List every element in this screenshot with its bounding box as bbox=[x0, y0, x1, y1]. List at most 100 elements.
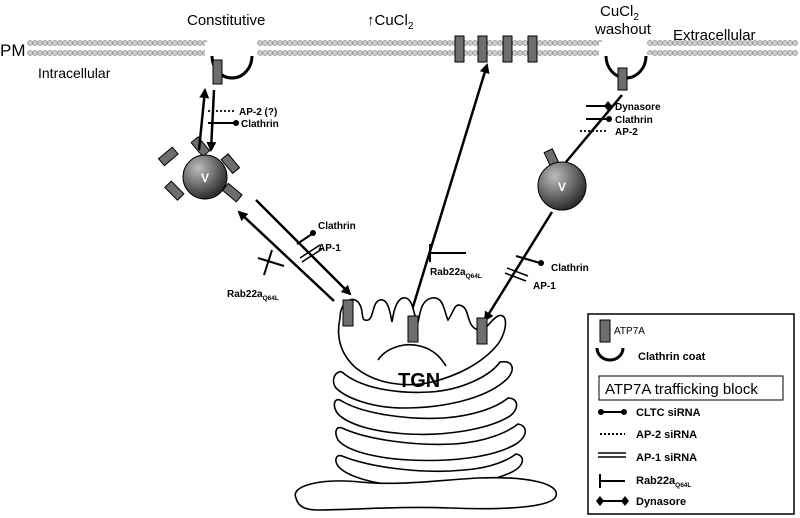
lipid-head bbox=[47, 40, 53, 46]
legend-clathrin-coat-icon bbox=[595, 347, 625, 362]
lipid-head bbox=[112, 50, 118, 56]
lipid-head bbox=[547, 50, 553, 56]
lipid-head bbox=[47, 50, 53, 56]
lipid-head bbox=[392, 50, 398, 56]
lipid-head bbox=[287, 40, 293, 46]
lipid-head bbox=[572, 40, 578, 46]
lipid-head bbox=[757, 50, 763, 56]
lipid-head bbox=[322, 50, 328, 56]
lipid-head bbox=[192, 40, 198, 46]
legend: ATP7A Clathrin coat ATP7A trafficking bl… bbox=[587, 313, 795, 515]
left-block-clathrin: Clathrin bbox=[208, 119, 279, 130]
lipid-head bbox=[672, 50, 678, 56]
lipid-head bbox=[592, 50, 598, 56]
lipid-head bbox=[442, 50, 448, 56]
lipid-head bbox=[542, 50, 548, 56]
lipid-head bbox=[107, 50, 113, 56]
lipid-head bbox=[357, 40, 363, 46]
lipid-head bbox=[582, 40, 588, 46]
lipid-head bbox=[342, 50, 348, 56]
svg-text:AP-2: AP-2 bbox=[615, 127, 638, 138]
lipid-head bbox=[307, 50, 313, 56]
lipid-head bbox=[287, 50, 293, 56]
lipid-head bbox=[192, 50, 198, 56]
lipid-head bbox=[707, 50, 713, 56]
lipid-head bbox=[422, 50, 428, 56]
lipid-head bbox=[432, 40, 438, 46]
lipid-head bbox=[277, 50, 283, 56]
lipid-head bbox=[467, 50, 473, 56]
lipid-head bbox=[362, 50, 368, 56]
lipid-head bbox=[262, 40, 268, 46]
lipid-head bbox=[37, 40, 43, 46]
lipid-head bbox=[572, 50, 578, 56]
lipid-head bbox=[522, 50, 528, 56]
lipid-head bbox=[647, 50, 653, 56]
lipid-head bbox=[412, 40, 418, 46]
lipid-head bbox=[142, 50, 148, 56]
lipid-head bbox=[122, 50, 128, 56]
lipid-head bbox=[647, 40, 653, 46]
lipid-head bbox=[142, 40, 148, 46]
lipid-head bbox=[492, 40, 498, 46]
lipid-head bbox=[377, 40, 383, 46]
lipid-head bbox=[792, 40, 798, 46]
lipid-head bbox=[177, 40, 183, 46]
lipid-head bbox=[592, 40, 598, 46]
washout-label: washout bbox=[594, 21, 652, 38]
lipid-head bbox=[277, 40, 283, 46]
lipid-head bbox=[467, 40, 473, 46]
svg-text:Clathrin: Clathrin bbox=[241, 119, 279, 130]
lipid-head bbox=[542, 40, 548, 46]
svg-text:Rab22aQ64L: Rab22aQ64L bbox=[430, 267, 482, 280]
lipid-head bbox=[677, 50, 683, 56]
lipid-head bbox=[92, 40, 98, 46]
lipid-head bbox=[102, 50, 108, 56]
lipid-head bbox=[767, 40, 773, 46]
lipid-head bbox=[402, 40, 408, 46]
lipid-head bbox=[52, 40, 58, 46]
lipid-head bbox=[762, 40, 768, 46]
legend-cltc: CLTC siRNA bbox=[636, 407, 701, 419]
lipid-head bbox=[282, 40, 288, 46]
lipid-head bbox=[552, 50, 558, 56]
lipid-head bbox=[172, 50, 178, 56]
lipid-head bbox=[62, 50, 68, 56]
lipid-head bbox=[82, 40, 88, 46]
extracellular-label: Extracellular bbox=[673, 27, 756, 44]
lipid-head bbox=[267, 40, 273, 46]
legend-clathrin-coat: Clathrin coat bbox=[638, 351, 706, 363]
lipid-head bbox=[447, 40, 453, 46]
lipid-head bbox=[717, 50, 723, 56]
lipid-head bbox=[317, 50, 323, 56]
lipid-head bbox=[517, 50, 523, 56]
lipid-head bbox=[337, 40, 343, 46]
lipid-head bbox=[372, 50, 378, 56]
lipid-head bbox=[512, 50, 518, 56]
lipid-head bbox=[397, 40, 403, 46]
lipid-head bbox=[327, 50, 333, 56]
lipid-head bbox=[77, 40, 83, 46]
lipid-head bbox=[427, 40, 433, 46]
lipid-head bbox=[447, 50, 453, 56]
lipid-head bbox=[587, 40, 593, 46]
lipid-head bbox=[752, 50, 758, 56]
lipid-head bbox=[782, 40, 788, 46]
lipid-head bbox=[662, 40, 668, 46]
golgi-tgn bbox=[294, 297, 557, 511]
lipid-head bbox=[392, 40, 398, 46]
lipid-head bbox=[557, 40, 563, 46]
lipid-head bbox=[187, 40, 193, 46]
lipid-head bbox=[117, 40, 123, 46]
lipid-head bbox=[727, 50, 733, 56]
svg-text:Clathrin: Clathrin bbox=[551, 263, 589, 274]
lipid-head bbox=[267, 50, 273, 56]
cucl2-increase-label: ↑CuCl2 bbox=[367, 12, 414, 32]
lipid-head bbox=[547, 40, 553, 46]
lipid-head bbox=[582, 50, 588, 56]
lipid-head bbox=[87, 50, 93, 56]
lipid-head bbox=[767, 50, 773, 56]
legend-block-title: ATP7A trafficking block bbox=[605, 381, 758, 398]
lipid-head bbox=[52, 50, 58, 56]
